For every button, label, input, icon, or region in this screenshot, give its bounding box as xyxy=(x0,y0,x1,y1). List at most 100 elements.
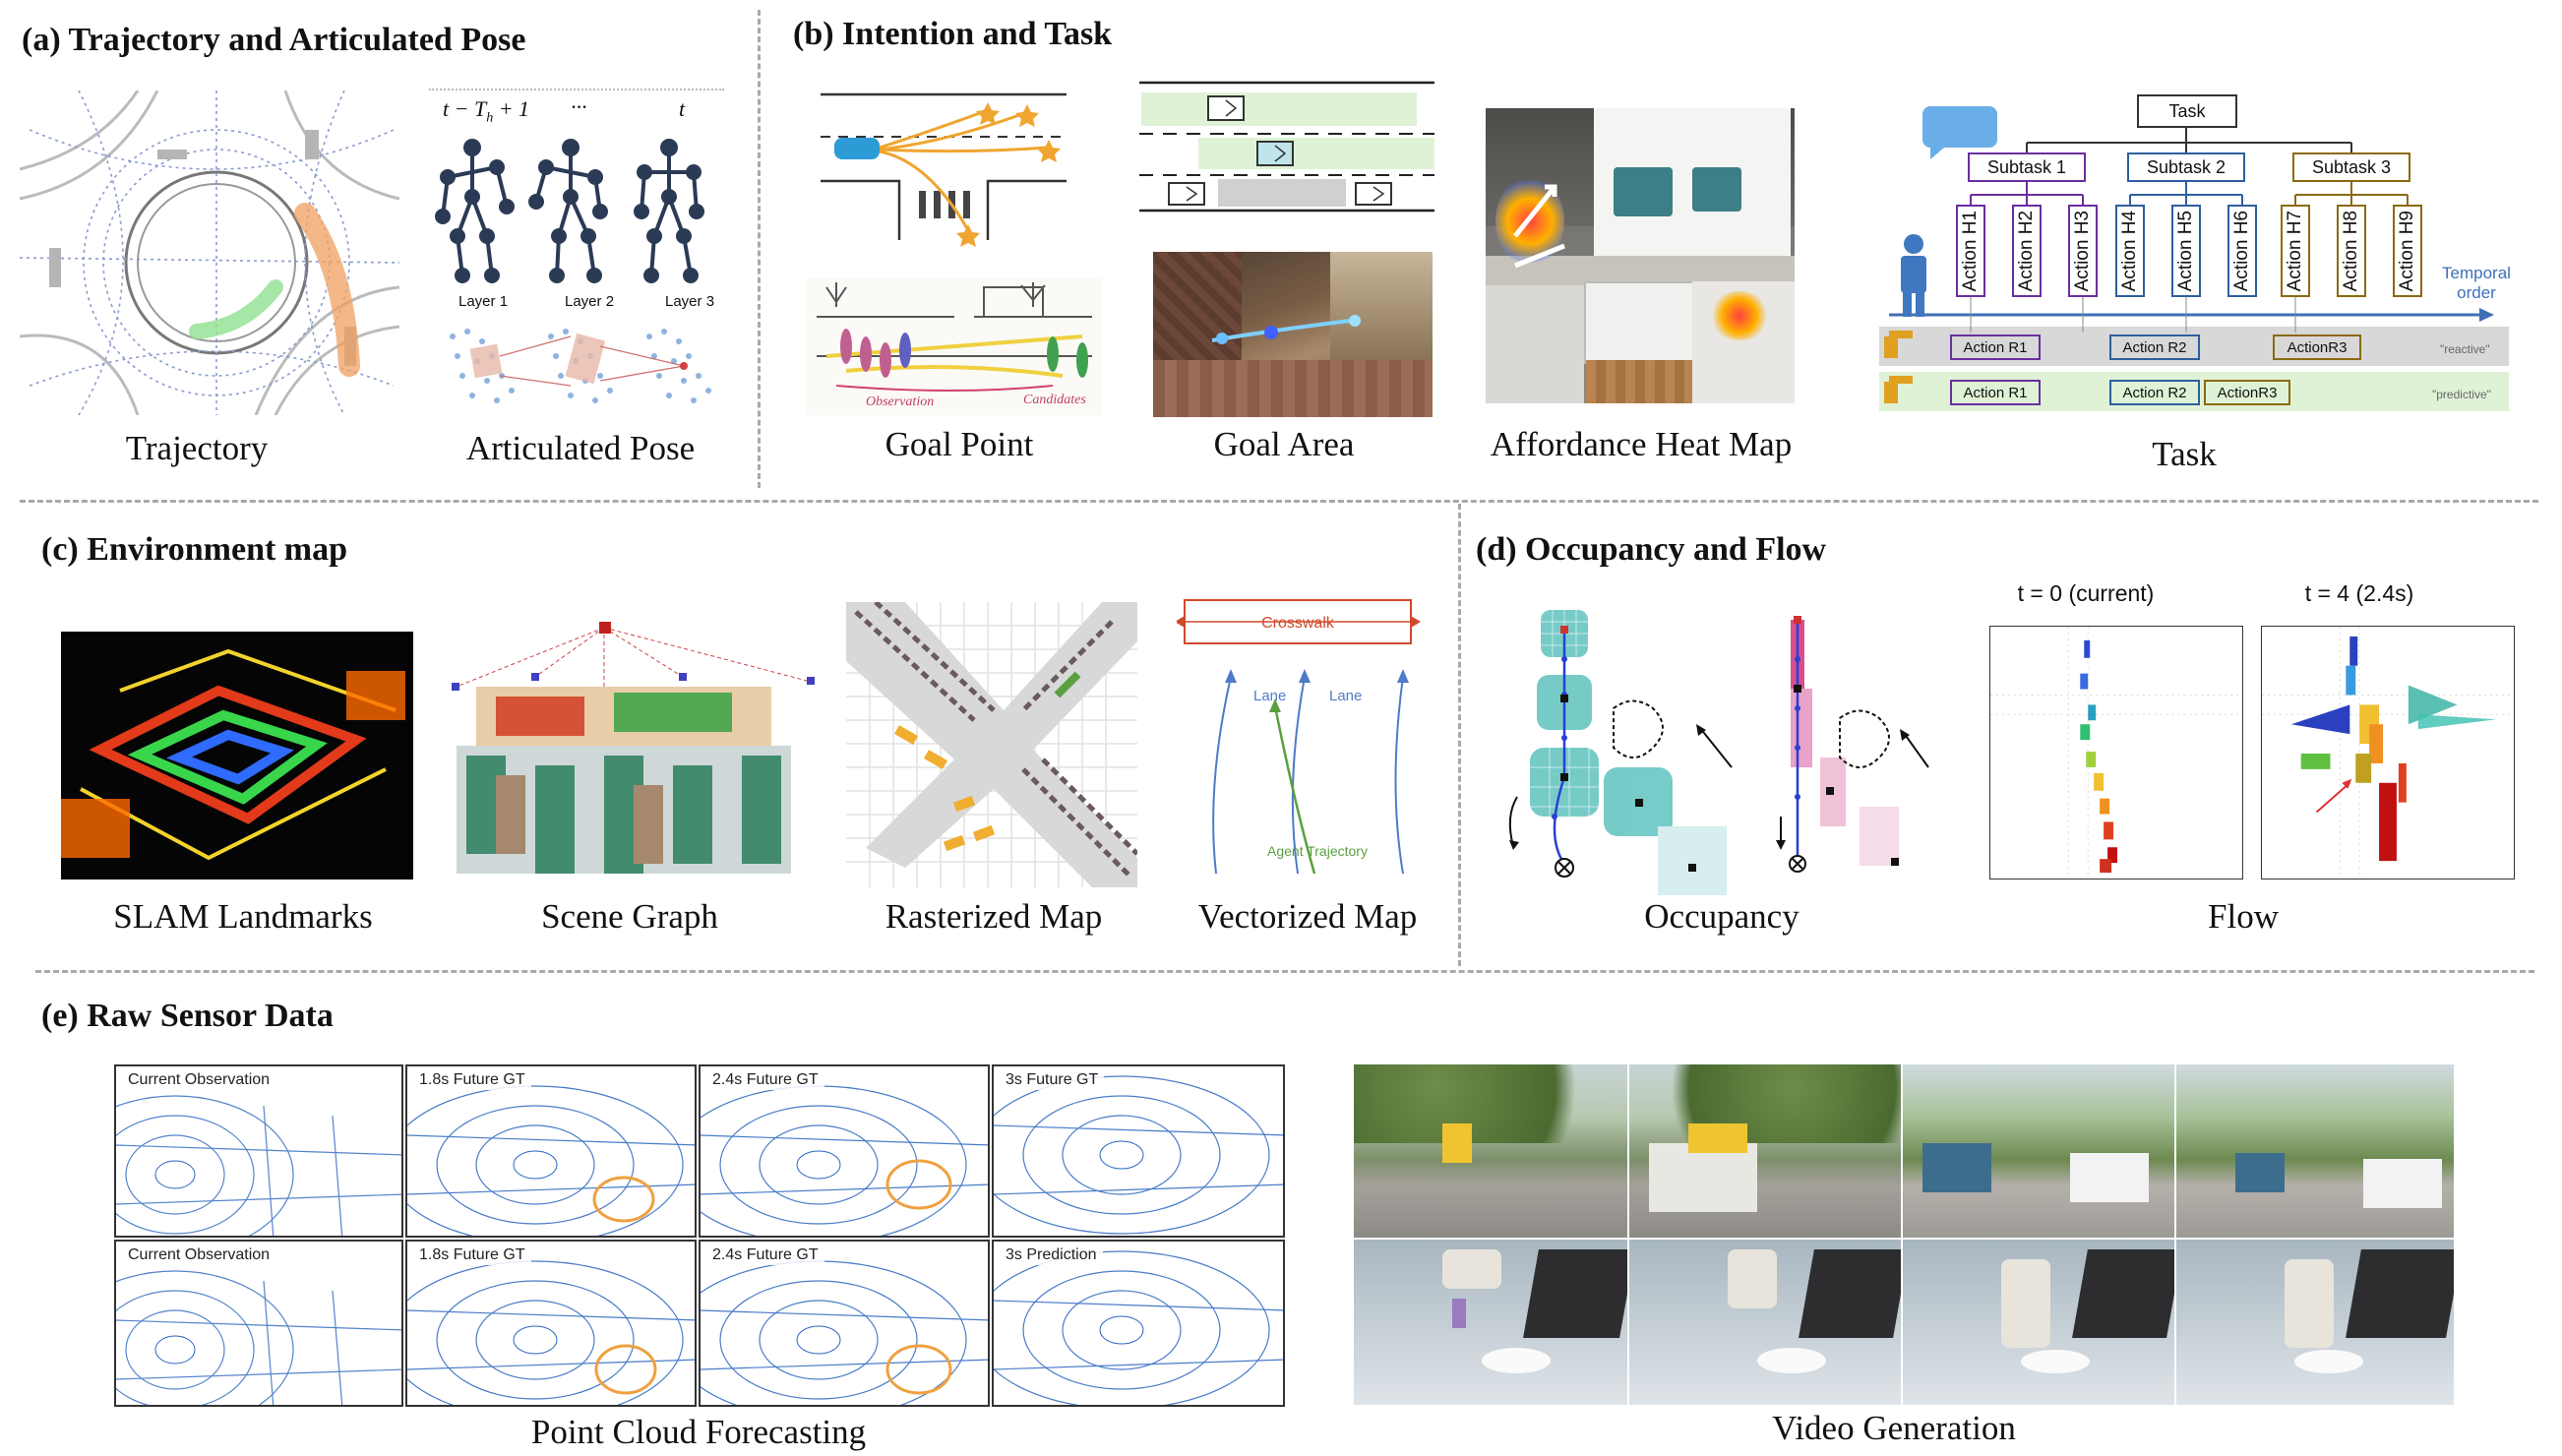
goal-point-candidates-label: Candidates xyxy=(1023,393,1086,407)
pose-time-start: t − T xyxy=(443,96,487,121)
flow-future-figure xyxy=(2261,626,2515,880)
layer-label-1: Layer 1 xyxy=(458,293,509,310)
skeleton-sequence xyxy=(435,139,704,283)
caption-slam-landmarks: SLAM Landmarks xyxy=(113,897,373,936)
pc-row1-label-1: Current Observation xyxy=(122,1070,276,1090)
pc-row2-panel-4: 3s Prediction xyxy=(992,1240,1285,1407)
pc-row1-panel-1: Current Observation xyxy=(114,1064,403,1238)
pc-row1-panel-3: 2.4s Future GT xyxy=(699,1064,990,1238)
action-h9-box: Action H9 xyxy=(2393,205,2422,297)
trajectory-roundabout-figure xyxy=(20,91,399,415)
subtask-3-label: Subtask 3 xyxy=(2311,156,2392,177)
lane-label-2: Lane xyxy=(1329,688,1362,704)
caption-articulated-pose: Articulated Pose xyxy=(465,429,696,467)
caption-goal-point: Goal Point xyxy=(884,425,1034,463)
caption-rasterized-map: Rasterized Map xyxy=(884,897,1103,936)
agent-trajectory-label: Agent Trajectory xyxy=(1267,843,1368,859)
caption-task: Task xyxy=(2152,435,2217,473)
divider-row2 xyxy=(35,970,2534,973)
section-b-title: (b) Intention and Task xyxy=(793,16,1113,52)
flow-time-future: t = 4 (2.4s) xyxy=(2304,580,2414,606)
caption-scene-graph: Scene Graph xyxy=(541,897,718,936)
predictive-action-r2-label: Action R2 xyxy=(2122,384,2187,401)
goal-point-road-figure xyxy=(821,92,1067,247)
pc-row1-panel-2: 1.8s Future GT xyxy=(405,1064,697,1238)
layer-label-3: Layer 3 xyxy=(665,293,715,310)
flow-current-figure xyxy=(1989,626,2243,880)
video-frame-robot-1 xyxy=(1354,1240,1627,1405)
action-h6-box: Action H6 xyxy=(2227,205,2257,297)
action-h9-label: Action H9 xyxy=(2397,210,2417,292)
predictive-label: "predictive" xyxy=(2432,388,2491,401)
lane-label-1: Lane xyxy=(1253,688,1286,704)
flow-time-current: t = 0 (current) xyxy=(2017,580,2155,606)
divider-a-b xyxy=(758,10,761,488)
caption-point-cloud-forecasting: Point Cloud Forecasting xyxy=(530,1413,867,1451)
reactive-action-r2-label: Action R2 xyxy=(2122,338,2187,356)
affordance-kitchen-image xyxy=(1486,108,1795,403)
action-h8-box: Action H8 xyxy=(2337,205,2366,297)
subtask-3-box: Subtask 3 xyxy=(2292,152,2410,182)
pc-row2-panel-3: 2.4s Future GT xyxy=(699,1240,990,1407)
pc-row2-panel-1: Current Observation xyxy=(114,1240,403,1407)
rasterized-map-figure xyxy=(846,602,1137,887)
video-frame-robot-2 xyxy=(1629,1240,1901,1405)
caption-video-generation: Video Generation xyxy=(1772,1409,2016,1447)
layer-label-2: Layer 2 xyxy=(565,293,615,310)
goal-area-road-figure xyxy=(1139,81,1434,212)
goal-point-observation-label: Observation xyxy=(866,394,934,409)
action-h5-label: Action H5 xyxy=(2175,210,2196,292)
video-frame-robot-4 xyxy=(2176,1240,2454,1405)
video-frame-road-1 xyxy=(1354,1064,1627,1238)
reactive-action-r2: Action R2 xyxy=(2109,334,2200,360)
task-root-label: Task xyxy=(2168,100,2206,121)
slam-landmarks-image xyxy=(61,632,413,880)
action-h8-label: Action H8 xyxy=(2341,210,2361,292)
task-diagram: Task 6 plans Subtask 1 Subtask 2 Subtask… xyxy=(1860,79,2529,423)
predictive-action-r1-label: Action R1 xyxy=(1963,384,2028,401)
caption-goal-area: Goal Area xyxy=(1213,425,1355,463)
pc-row1-label-3: 2.4s Future GT xyxy=(706,1070,824,1090)
video-frame-robot-3 xyxy=(1903,1240,2174,1405)
predictive-action-r3-label: ActionR3 xyxy=(2217,384,2278,401)
section-a-title: (a) Trajectory and Articulated Pose xyxy=(22,22,526,58)
divider-c-d xyxy=(1458,504,1461,966)
graph-layers-figure xyxy=(450,329,711,403)
pc-row2-panel-2: 1.8s Future GT xyxy=(405,1240,697,1407)
action-h7-box: Action H7 xyxy=(2281,205,2310,297)
pc-row2-label-2: 1.8s Future GT xyxy=(413,1245,531,1265)
action-h4-label: Action H4 xyxy=(2119,210,2140,292)
reactive-action-r1: Action R1 xyxy=(1950,334,2041,360)
caption-flow: Flow xyxy=(2208,897,2279,936)
pc-row1-panel-4: 3s Future GT xyxy=(992,1064,1285,1238)
pc-row2-label-3: 2.4s Future GT xyxy=(706,1245,824,1265)
action-h7-label: Action H7 xyxy=(2285,210,2305,292)
section-d-title: (d) Occupancy and Flow xyxy=(1476,531,1827,568)
action-h5-box: Action H5 xyxy=(2171,205,2201,297)
caption-affordance-heat-map: Affordance Heat Map xyxy=(1490,425,1793,463)
task-root-box: Task xyxy=(2137,94,2237,128)
action-h6-label: Action H6 xyxy=(2231,210,2252,292)
action-h2-label: Action H2 xyxy=(2016,210,2037,292)
pose-time-dots: ··· xyxy=(571,94,587,119)
temporal-order-label: Temporal order xyxy=(2442,264,2511,302)
pose-time-labels: t − Th + 1 ··· t xyxy=(443,91,728,130)
subtask-1-label: Subtask 1 xyxy=(1986,156,2067,177)
action-h1-box: Action H1 xyxy=(1956,205,1985,297)
divider-row1 xyxy=(20,500,2538,503)
action-h3-box: Action H3 xyxy=(2068,205,2098,297)
pc-row1-label-2: 1.8s Future GT xyxy=(413,1070,531,1090)
pc-row2-label-1: Current Observation xyxy=(122,1245,276,1265)
vectorized-map-figure: Crosswalk Lane Lane Agent Trajectory xyxy=(1177,599,1421,875)
predictive-action-r3: ActionR3 xyxy=(2204,380,2290,405)
video-frame-road-2 xyxy=(1629,1064,1901,1238)
pc-row1-label-4: 3s Future GT xyxy=(1000,1070,1105,1090)
video-frame-road-4 xyxy=(2176,1064,2454,1238)
subtask-1-box: Subtask 1 xyxy=(1968,152,2086,182)
video-frame-road-3 xyxy=(1903,1064,2174,1238)
pose-top-rule xyxy=(429,89,724,91)
section-e-title: (e) Raw Sensor Data xyxy=(41,998,334,1034)
subtask-2-label: Subtask 2 xyxy=(2146,156,2226,177)
scene-graph-figure xyxy=(452,622,815,874)
section-c-title: (c) Environment map xyxy=(41,531,348,568)
